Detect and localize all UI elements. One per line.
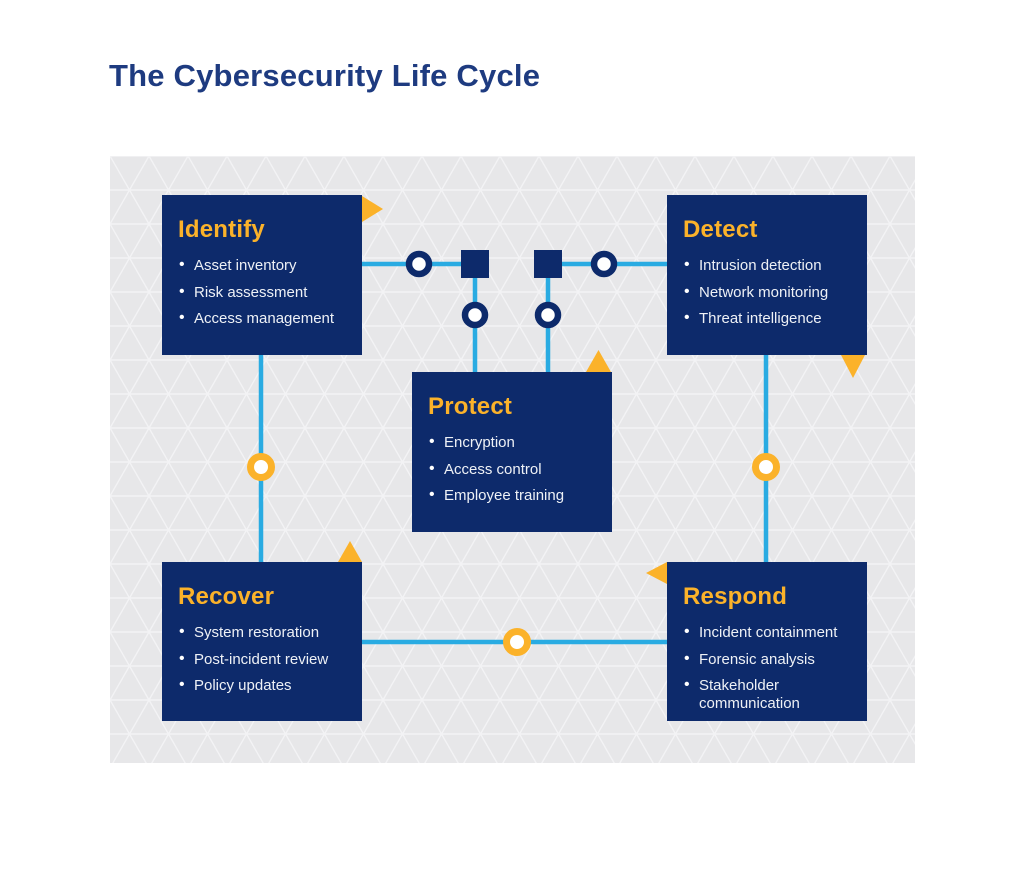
stage-item: Threat intelligence <box>683 309 853 328</box>
stage-item: Post-incident review <box>178 650 348 669</box>
stage-item: Access control <box>428 460 598 479</box>
stage-item: System restoration <box>178 623 348 642</box>
stage-item: Policy updates <box>178 676 348 695</box>
arrow-right-identify-icon <box>362 196 383 222</box>
stage-box-respond: Respond Incident containment Forensic an… <box>667 562 867 721</box>
stage-item: Incident containment <box>683 623 853 642</box>
node-ring-navy-mid-left <box>461 301 489 329</box>
stage-item: Asset inventory <box>178 256 348 275</box>
node-ring-navy-mid-right <box>534 301 562 329</box>
stage-items-recover: System restoration Post-incident review … <box>178 623 348 695</box>
node-ring-navy-top-left <box>405 250 433 278</box>
stage-item: Encryption <box>428 433 598 452</box>
stage-title-identify: Identify <box>178 216 265 243</box>
node-ring-navy-top-right <box>590 250 618 278</box>
node-square-right <box>534 250 562 278</box>
stage-item: Access management <box>178 309 348 328</box>
arrow-left-respond-icon <box>646 562 667 584</box>
stage-items-respond: Incident containment Forensic analysis S… <box>683 623 853 713</box>
stage-items-identify: Asset inventory Risk assessment Access m… <box>178 256 348 328</box>
stage-item: Forensic analysis <box>683 650 853 669</box>
stage-title-recover: Recover <box>178 583 275 610</box>
stage-box-recover: Recover System restoration Post-incident… <box>162 562 362 721</box>
node-square-left <box>461 250 489 278</box>
connectors-layer <box>247 196 865 656</box>
node-ring-yellow-bottom <box>503 628 531 656</box>
stage-title-protect: Protect <box>428 393 513 420</box>
stage-item: Risk assessment <box>178 283 348 302</box>
stage-items-protect: Encryption Access control Employee train… <box>428 433 598 505</box>
arrow-down-detect-icon <box>841 355 865 378</box>
arrow-up-protect-icon <box>586 350 611 372</box>
stage-title-respond: Respond <box>683 583 788 610</box>
diagram-panel: Identify Asset inventory Risk assessment… <box>110 156 915 763</box>
stage-item: Intrusion detection <box>683 256 853 275</box>
stage-item: Stakeholder communication <box>683 676 853 712</box>
page-title: The Cybersecurity Life Cycle <box>109 58 541 93</box>
stage-box-identify: Identify Asset inventory Risk assessment… <box>162 195 362 355</box>
stage-title-detect: Detect <box>683 216 758 243</box>
node-ring-yellow-left <box>247 453 275 481</box>
stage-items-detect: Intrusion detection Network monitoring T… <box>683 256 853 328</box>
stage-item: Employee training <box>428 486 598 505</box>
stage-box-detect: Detect Intrusion detection Network monit… <box>667 195 867 355</box>
stage-item: Network monitoring <box>683 283 853 302</box>
node-ring-yellow-right <box>752 453 780 481</box>
arrow-up-recover-icon <box>338 541 362 562</box>
stage-box-protect: Protect Encryption Access control Employ… <box>412 372 612 532</box>
